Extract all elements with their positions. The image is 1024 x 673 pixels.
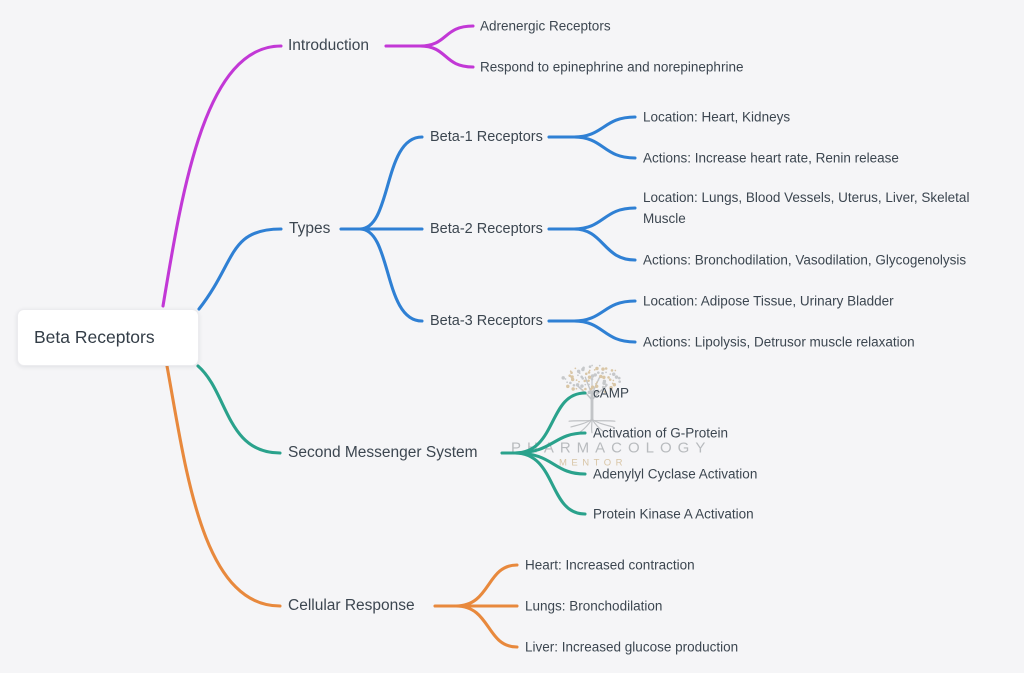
- node-adrenergic-receptors[interactable]: Adrenergic Receptors: [480, 18, 611, 34]
- node-beta3-actions[interactable]: Actions: Lipolysis, Detrusor muscle rela…: [643, 334, 915, 350]
- node-beta3-location[interactable]: Location: Adipose Tissue, Urinary Bladde…: [643, 293, 894, 309]
- node-beta-1-receptors[interactable]: Beta-1 Receptors: [430, 129, 543, 145]
- node-cellular-response[interactable]: Cellular Response: [288, 597, 415, 614]
- root-node-beta-receptors[interactable]: Beta Receptors: [17, 309, 199, 366]
- node-beta2-location[interactable]: Location: Lungs, Blood Vessels, Uterus, …: [643, 190, 970, 226]
- node-beta2-actions[interactable]: Actions: Bronchodilation, Vasodilation, …: [643, 252, 967, 268]
- types-links: [197, 115, 637, 344]
- node-respond-epinephrine[interactable]: Respond to epinephrine and norepinephrin…: [480, 59, 744, 75]
- node-g-protein-activation[interactable]: Activation of G-Protein: [593, 425, 729, 441]
- watermark-subtext: MENTOR: [559, 457, 627, 469]
- node-second-messenger-system[interactable]: Second Messenger System: [288, 444, 478, 461]
- node-protein-kinase-a[interactable]: Protein Kinase A Activation: [593, 506, 754, 522]
- node-introduction[interactable]: Introduction: [288, 37, 369, 54]
- node-beta1-actions[interactable]: Actions: Increase heart rate, Renin rele…: [643, 150, 899, 166]
- root-node-label: Beta Receptors: [34, 327, 155, 347]
- node-camp[interactable]: cAMP: [593, 385, 630, 401]
- node-beta1-location[interactable]: Location: Heart, Kidneys: [643, 109, 791, 125]
- node-beta-3-receptors[interactable]: Beta-3 Receptors: [430, 313, 543, 329]
- node-beta-2-receptors[interactable]: Beta-2 Receptors: [430, 221, 543, 237]
- node-types[interactable]: Types: [289, 220, 331, 237]
- node-heart-response[interactable]: Heart: Increased contraction: [525, 557, 695, 573]
- introduction-links: [161, 24, 475, 308]
- node-lungs-response[interactable]: Lungs: Bronchodilation: [525, 598, 663, 614]
- watermark-text: PHARMACOLOGY: [511, 439, 712, 457]
- node-adenylyl-cyclase[interactable]: Adenylyl Cyclase Activation: [593, 466, 758, 482]
- node-liver-response[interactable]: Liver: Increased glucose production: [525, 639, 739, 655]
